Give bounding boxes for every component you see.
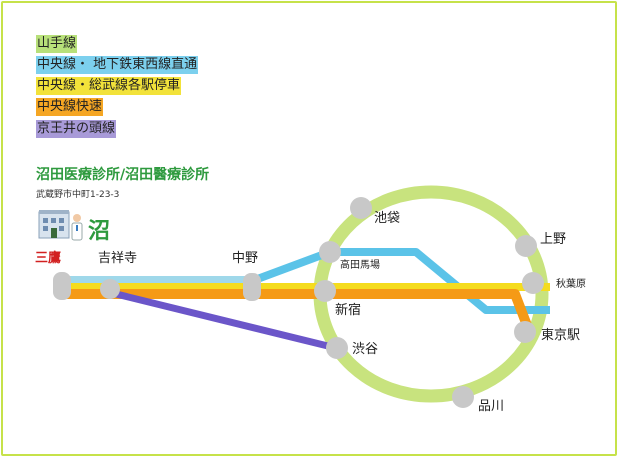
clinic-address: 武蔵野市中町1-23-3	[36, 190, 120, 200]
station-label-mitaka: 三鷹	[35, 250, 61, 266]
clinic-building-icon	[38, 210, 70, 239]
station-label-shinjuku: 新宿	[335, 302, 361, 318]
legend-inokashira-line: 京王井の頭線	[36, 120, 117, 138]
station-label-ikebukuro: 池袋	[374, 211, 400, 226]
doctor-icon	[71, 214, 83, 241]
legend-chuo-rapid-line: 中央線快速	[36, 98, 104, 116]
station-marker-shinagawa[interactable]	[452, 386, 474, 408]
station-marker-ikebukuro[interactable]	[350, 197, 372, 219]
legend-chuo-sobu-local-line: 中央線・総武線各駅停車	[36, 77, 182, 95]
station-label-nakano: 中野	[232, 251, 258, 266]
station-label-akihabara: 秋葉原	[556, 277, 586, 290]
station-marker-nakano[interactable]	[243, 273, 261, 301]
station-marker-kichijoji[interactable]	[100, 279, 120, 299]
station-label-takadanobaba: 高田馬場	[340, 258, 380, 271]
clinic-logo: 沼	[38, 210, 110, 244]
station-marker-akihabara[interactable]	[522, 272, 544, 294]
station-label-shinagawa: 品川	[478, 399, 504, 414]
inokashira-line	[107, 288, 337, 352]
station-label-shibuya: 渋谷	[352, 342, 378, 357]
clinic-logo-text: 沼	[88, 219, 110, 244]
legend-tozai-through-line: 中央線・ 地下鉄東西線直通	[36, 56, 199, 74]
legend-yamanote-line: 山手線	[36, 35, 78, 53]
station-label-kichijoji: 吉祥寺	[98, 251, 137, 266]
clinic-name: 沼田医療診所/沼田醫療診所	[36, 167, 210, 183]
station-label-ueno: 上野	[540, 232, 566, 247]
station-marker-takadanobaba[interactable]	[319, 241, 341, 263]
tozai-line	[60, 248, 550, 314]
station-marker-shibuya[interactable]	[326, 337, 348, 359]
station-marker-mitaka[interactable]	[53, 272, 71, 300]
chuo-rapid-line	[60, 289, 533, 330]
station-marker-shinjuku[interactable]	[314, 280, 336, 302]
station-label-tokyo: 東京駅	[541, 327, 580, 343]
station-marker-ueno[interactable]	[515, 235, 537, 257]
station-marker-tokyo[interactable]	[514, 321, 536, 343]
